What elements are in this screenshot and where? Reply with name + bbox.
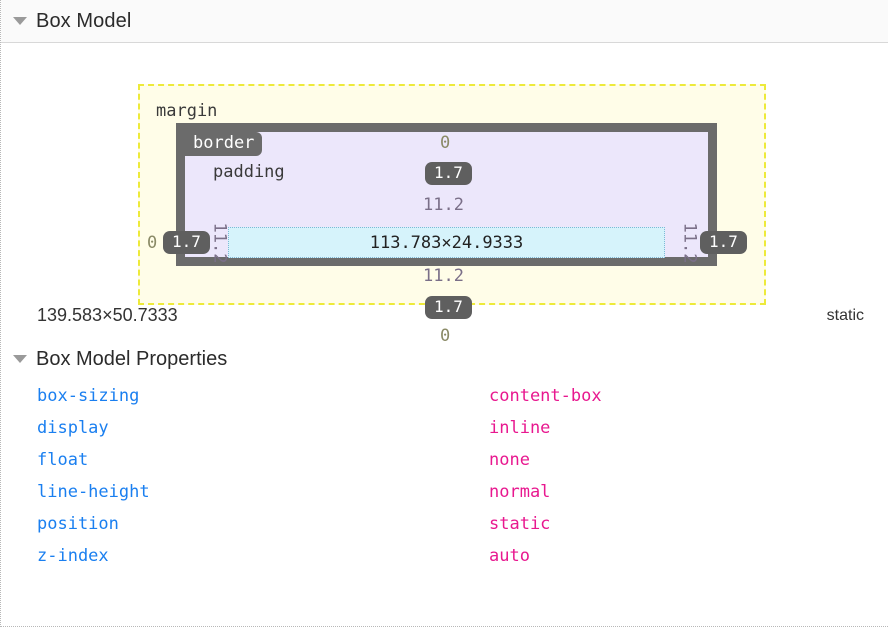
border-top-value[interactable]: 1.7 [425, 162, 472, 186]
box-model-summary: 139.583×50.7333 static [1, 305, 888, 344]
property-value[interactable]: normal [489, 482, 551, 502]
margin-bottom-value[interactable]: 0 [440, 326, 451, 346]
padding-right-value[interactable]: 11.2 [679, 222, 700, 264]
content-region[interactable]: 113.783×24.9333 [228, 227, 665, 258]
property-value[interactable]: auto [489, 546, 530, 566]
property-name[interactable]: line-height [37, 482, 150, 502]
triangle-down-icon[interactable] [13, 355, 27, 363]
border-left-value[interactable]: 1.7 [163, 231, 210, 255]
border-right-value[interactable]: 1.7 [700, 231, 747, 255]
margin-region-label: margin [156, 101, 218, 121]
border-region-label: border [185, 132, 263, 156]
box-model-properties-title: Box Model Properties [36, 347, 228, 370]
table-row[interactable]: box-sizing content-box [1, 380, 888, 412]
box-model-properties-list: box-sizing content-box display inline fl… [1, 374, 888, 572]
border-bottom-value[interactable]: 1.7 [425, 296, 472, 320]
box-size-label: 139.583×50.7333 [37, 305, 178, 325]
table-row[interactable]: z-index auto [1, 540, 888, 572]
table-row[interactable]: display inline [1, 412, 888, 444]
page-title: Box Model [36, 9, 132, 32]
content-size-label: 113.783×24.9333 [369, 232, 524, 253]
property-name[interactable]: position [37, 514, 119, 534]
property-name[interactable]: float [37, 450, 89, 470]
table-row[interactable]: line-height normal [1, 476, 888, 508]
property-value[interactable]: content-box [489, 386, 602, 406]
box-model-diagram: margin border padding 113.783×24.9333 0 … [1, 43, 888, 346]
padding-bottom-value[interactable]: 11.2 [423, 266, 464, 286]
position-label: static [826, 307, 864, 324]
property-value[interactable]: static [489, 514, 551, 534]
property-name[interactable]: z-index [37, 546, 109, 566]
padding-region-label: padding [213, 162, 285, 182]
property-value[interactable]: inline [489, 418, 551, 438]
table-row[interactable]: position static [1, 508, 888, 540]
box-model-properties-header[interactable]: Box Model Properties [1, 344, 888, 374]
padding-top-value[interactable]: 11.2 [423, 195, 464, 215]
margin-left-value[interactable]: 0 [147, 233, 158, 253]
property-name[interactable]: display [37, 418, 109, 438]
property-name[interactable]: box-sizing [37, 386, 140, 406]
padding-left-value[interactable]: 11.2 [209, 222, 230, 264]
triangle-down-icon[interactable] [13, 17, 27, 25]
box-model-header[interactable]: Box Model [1, 0, 888, 43]
table-row[interactable]: float none [1, 444, 888, 476]
property-value[interactable]: none [489, 450, 530, 470]
margin-top-value[interactable]: 0 [440, 133, 451, 153]
